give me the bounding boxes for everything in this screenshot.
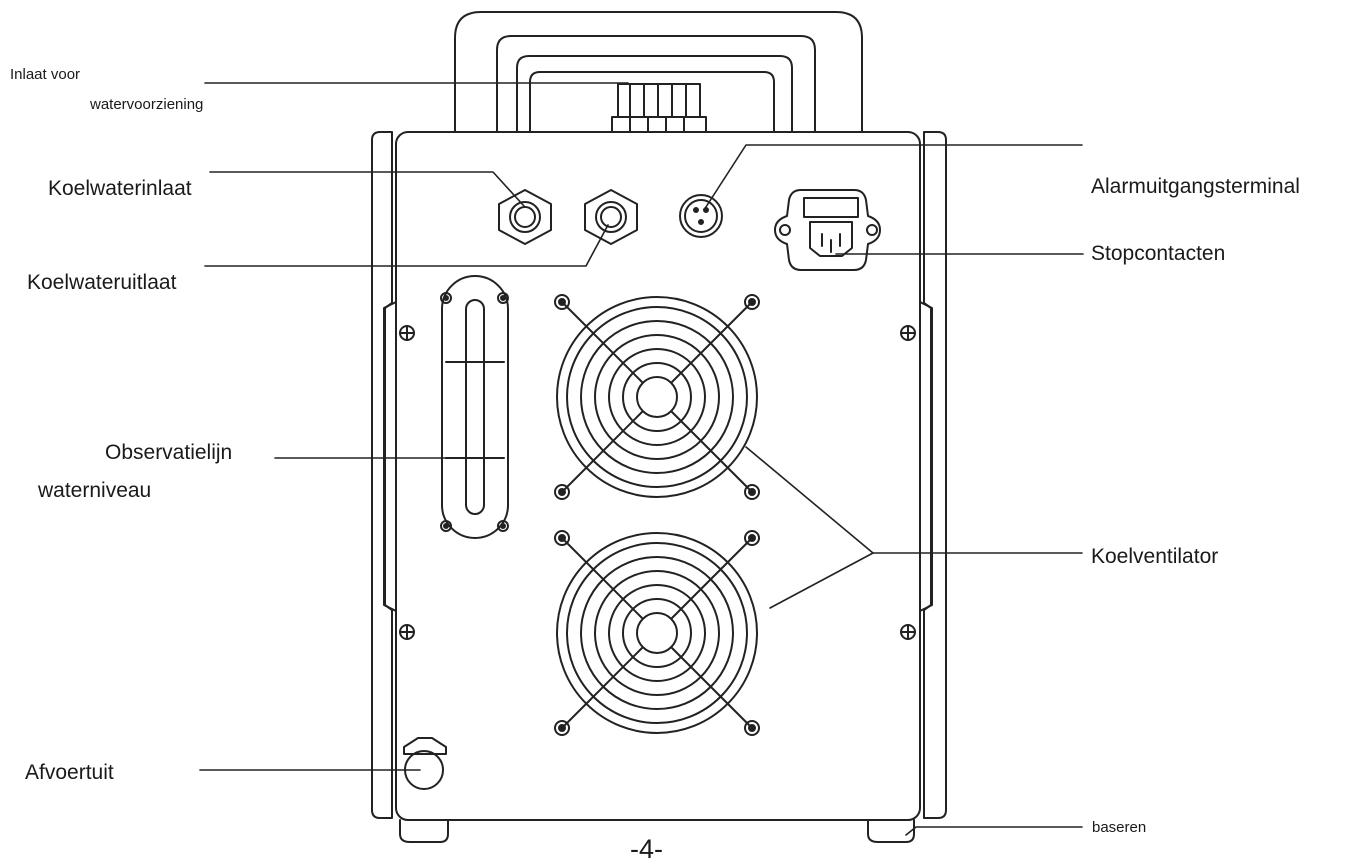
leader-line-alarm-terminal: [703, 144, 1083, 211]
panel-screw-icon: [399, 325, 415, 341]
label-water-level-line2: waterniveau: [38, 479, 152, 502]
panel-screw-icon: [900, 325, 916, 341]
cooling-water-outlet-fitting: [584, 189, 638, 245]
rear-panel: [395, 131, 921, 821]
label-alarm-terminal: Alarmuitgangsterminal: [1091, 175, 1300, 198]
leader-line-cooling-water-outlet: [204, 224, 609, 267]
leader-line-cooling-water-inlet: [209, 171, 525, 207]
lower-cooling-fan: [554, 530, 760, 736]
carry-handle: [454, 11, 863, 133]
upper-cooling-fan: [554, 294, 760, 500]
water-level-sight-glass: [440, 275, 509, 539]
leader-line-base: [905, 826, 1083, 836]
cooling-water-inlet-fitting: [498, 189, 552, 245]
leader-lines: [199, 82, 1084, 836]
right-side-rail: [923, 131, 947, 819]
label-cooling-water-inlet: Koelwaterinlaat: [48, 177, 192, 200]
left-side-rail: [371, 131, 393, 819]
panel-screw-icon: [900, 624, 916, 640]
label-water-supply-inlet-line2: watervoorziening: [90, 96, 204, 113]
panel-screw-icon: [399, 624, 415, 640]
water-supply-inlet-cap: [611, 83, 707, 133]
page-number: -4-: [630, 834, 663, 864]
label-base: baseren: [1092, 819, 1147, 836]
right-panel-edge: [919, 301, 933, 612]
leader-line-cooling-fan-lower: [769, 552, 874, 609]
label-water-level-line1: Observatielijn: [105, 441, 233, 464]
label-cooling-water-outlet: Koelwateruitlaat: [27, 271, 177, 294]
label-cooling-fan: Koelventilator: [1091, 545, 1219, 568]
leader-line-cooling-fan-upper: [745, 446, 1083, 554]
label-power-sockets: Stopcontacten: [1091, 242, 1226, 265]
label-drain: Afvoertuit: [25, 761, 114, 784]
right-foot: [867, 819, 915, 843]
power-socket: [774, 189, 881, 271]
left-panel-edge: [383, 301, 397, 612]
alarm-terminal-connector: [679, 194, 723, 238]
left-foot: [399, 819, 449, 843]
label-water-supply-inlet-line1: Inlaat voor: [10, 66, 81, 83]
drain-outlet: [403, 737, 447, 790]
